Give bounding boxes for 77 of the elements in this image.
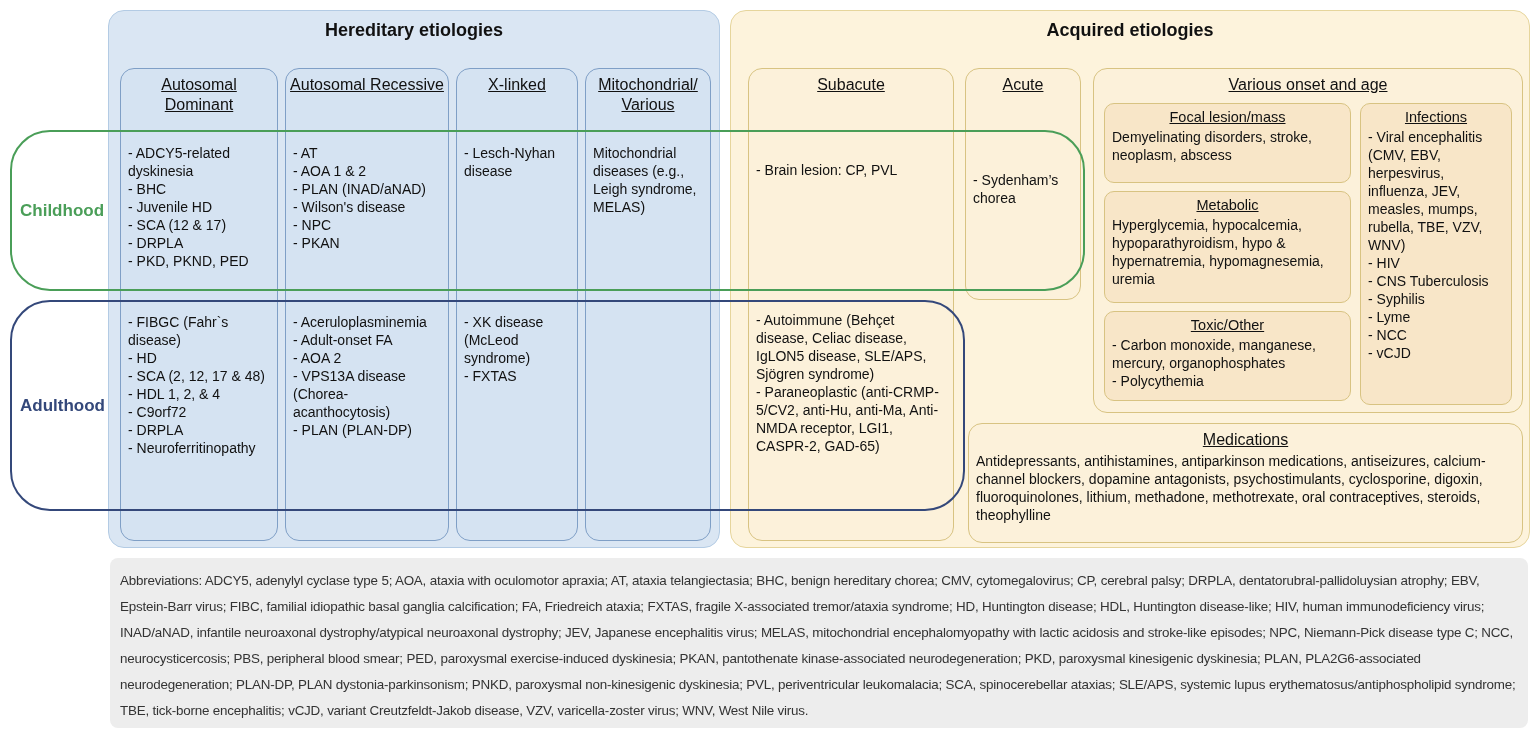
list-item: - Brain lesion: CP, PVL — [756, 161, 899, 179]
category-column — [585, 68, 711, 541]
category-box — [1104, 191, 1351, 303]
list-item: - SCA (12 & 17) — [128, 216, 228, 234]
description-text: Demyelinating disorders, stroke, neoplasm, abscess — [1112, 128, 1313, 164]
category-box — [1104, 103, 1351, 183]
column-heading: X-linked — [487, 75, 547, 95]
band-label: Adulthood — [20, 396, 105, 415]
list-item: - Juvenile HD — [128, 198, 214, 216]
list-item: - Aceruloplasminemia — [293, 313, 428, 331]
description-text: Antidepressants, antihistamines, antiparkinson medications, antiseizures, calcium-channel blockers, dopamine antagonists, psychostimulants, cyclosporine, digoxin, fluoroquinolones, lithium, methadone, methotrexate, oral contraceptives, steroids, theophylline — [976, 452, 1487, 524]
column-heading: Subacute — [816, 75, 886, 95]
list-item: Mitochondrial diseases (e.g., Leigh syndrome, MELAS) — [593, 144, 698, 216]
list-item: - DRPLA — [128, 421, 185, 439]
category-box — [1360, 103, 1512, 405]
list-item: - VPS13A disease (Chorea-acanthocytosis) — [293, 367, 407, 421]
list-item: - AOA 1 & 2 — [293, 162, 368, 180]
category-column — [1093, 68, 1523, 413]
list-item: - AT — [293, 144, 319, 162]
list-item: - Carbon monoxide, manganese, mercury, organophosphates — [1112, 336, 1317, 372]
category-column — [748, 68, 954, 541]
category-box — [1104, 311, 1351, 401]
list-item: - Lesch-Nyhan disease — [464, 144, 557, 180]
list-item: - HIV — [1368, 254, 1401, 272]
list-item: - Lyme — [1368, 308, 1412, 326]
column-heading: Various onset and age — [1227, 75, 1389, 95]
etiology-panel — [108, 10, 720, 548]
list-item: - NPC — [293, 216, 333, 234]
list-item: - Wilson's disease — [293, 198, 407, 216]
list-item: - PLAN (INAD/aNAD) — [293, 180, 428, 198]
category-column — [285, 68, 449, 541]
category-column — [968, 423, 1523, 543]
box-heading: Toxic/Other — [1189, 316, 1266, 334]
list-item: - Adult-onset FA — [293, 331, 394, 349]
list-item: - AOA 2 — [293, 349, 343, 367]
abbreviations-note: Abbreviations: ADCY5, adenylyl cyclase type 5; AOA, ataxia with oculomotor apraxia; AT, ataxia telangiectasia; BHC, benign hereditary chorea; CMV, cytomegalovirus; CP, cerebral palsy; DRPLA, dentatorubral-pallidoluysian atrophy; EBV, Epstein-Barr virus; FIBC, familial idiopathic basal ganglia calcification; FA, Friedreich ataxia; FXTAS, fragile X-associated tremor/ataxia syndrome; HD, Huntington disease; HDL, Huntington disease-like; HIV, human immunodeficiency virus; INAD/aNAD, infantile neuroaxonal dystrophy/atypical neuroaxonal dystrophy; JEV, Japanese encephalitis virus; MELAS, mitochondrial encephalomyopathy with lactic acidosis and stroke-like episodes; NPC, Niemann-Pick disease type C; NCC, neurocysticercosis; PBS, peripheral blood smear; PED, paroxysmal exercise-induced dyskinesia; PKAN, pantothenate kinase-associated neurodegeneration; PKD, paroxysmal kinesigenic dyskinesia; PLAN, PLA2G6-associated neurodegeneration; PLAN-DP, PLAN dystonia-parkinsonism; PNKD, paroxysmal non-kinesigenic dyskinesia; PVL, periventricular leukomalacia; SCA, spinocerebellar ataxias; SLE/APS, systemic lupus erythematosus/antiphospholipid syndrome; TBE, tick-borne encephalitis; vCJD, variant Creutzfeldt-Jakob disease, VZV, varicella-zoster virus; WNV, West Nile virus. — [110, 558, 1528, 728]
band-label: Childhood — [20, 201, 105, 220]
list-item: - SCA (2, 12, 17 & 48) — [128, 367, 266, 385]
box-heading: Infections — [1403, 108, 1469, 126]
column-heading: Acute — [1001, 75, 1045, 95]
list-item: - XK disease (McLeod syndrome) — [464, 313, 545, 367]
panel-title: Hereditary etiologies — [323, 19, 505, 42]
list-item: - HD — [128, 349, 158, 367]
age-band — [10, 130, 1085, 291]
list-item: - PKD, PKND, PED — [128, 252, 250, 270]
box-heading: Focal lesion/mass — [1168, 108, 1287, 126]
list-item: - Autoimmune (Behçet disease, Celiac disease, IgLON5 disease, SLE/APS, Sjögren syndrome) — [756, 311, 928, 383]
list-item: - vCJD — [1368, 344, 1412, 362]
list-item: - Syphilis — [1368, 290, 1426, 308]
column-heading: Autosomal Dominant — [160, 75, 238, 115]
list-item: - Polycythemia — [1112, 372, 1205, 390]
list-item: - CNS Tuberculosis — [1368, 272, 1490, 290]
list-item: - Sydenham’s chorea — [973, 171, 1060, 207]
panel-title: Acquired etiologies — [1045, 19, 1215, 42]
list-item: - PKAN — [293, 234, 341, 252]
list-item: - C9orf72 — [128, 403, 188, 421]
box-heading: Metabolic — [1195, 196, 1260, 214]
list-item: - FIBGC (Fahr`s disease) — [128, 313, 230, 349]
list-item: - NCC — [1368, 326, 1408, 344]
list-item: - BHC — [128, 180, 168, 198]
column-heading: Mitochondrial/ Various — [597, 75, 699, 115]
column-heading: Medications — [1201, 430, 1290, 450]
age-band — [10, 300, 965, 511]
description-text: Hyperglycemia, hypocalcemia, hypoparathyroidism, hypo & hypernatremia, hypomagnesemia, uremia — [1112, 216, 1325, 288]
list-item: - FXTAS — [464, 367, 518, 385]
category-column — [965, 68, 1081, 300]
list-item: - HDL 1, 2, & 4 — [128, 385, 222, 403]
category-column — [456, 68, 578, 541]
list-item: - PLAN (PLAN-DP) — [293, 421, 414, 439]
list-item: - ADCY5-related dyskinesia — [128, 144, 231, 180]
category-column — [120, 68, 278, 541]
column-heading: Autosomal Recessive — [289, 75, 445, 95]
list-item: - Viral encephalitis (CMV, EBV, herpesvirus, influenza, JEV, measles, mumps, rubella, TBE, VZV, WNV) — [1368, 128, 1484, 254]
list-item: - Paraneoplastic (anti-CRMP-5/CV2, anti-Hu, anti-Ma, Anti-NMDA receptor, LGI1, CASPR-2, GAD-65) — [756, 383, 940, 455]
etiology-panel — [730, 10, 1530, 548]
list-item: - Neuroferritinopathy — [128, 439, 257, 457]
list-item: - DRPLA — [128, 234, 185, 252]
